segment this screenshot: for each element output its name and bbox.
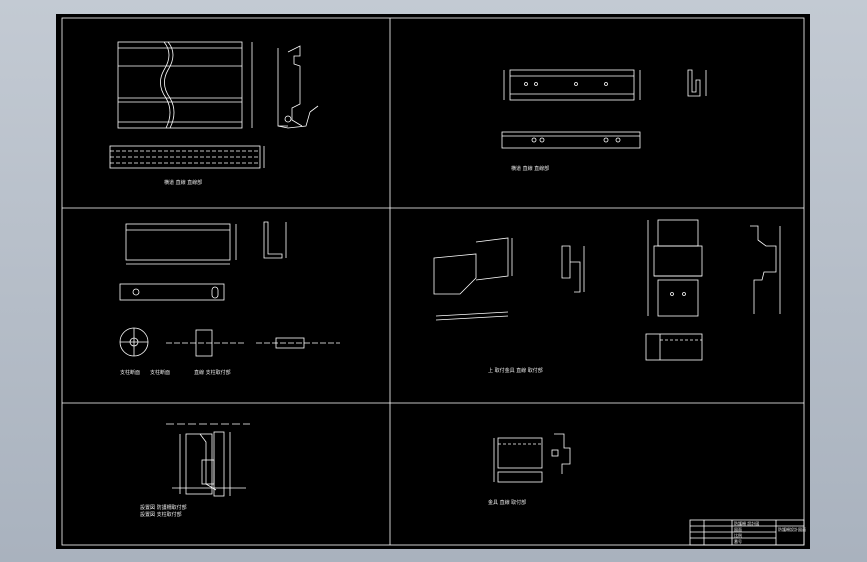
post-side-section [256,337,340,349]
beam-section-view [277,45,319,129]
installation-section [166,423,250,497]
fitting-iso-view [433,237,513,295]
title-block [689,519,805,546]
post-plate-view [119,283,225,301]
title-block-row2: 図面 [734,527,742,532]
fitting-large-bottom [645,333,703,361]
fitting-strip-view [435,311,509,321]
bracket-bottom-view [501,131,641,149]
fitting-large-front [647,219,703,317]
caption-panel-3a: 支柱断面 [120,370,141,376]
small-fitting-side [551,433,571,474]
bracket-front-view [503,69,641,101]
title-block-row1: 防護柵 設計図 [734,521,760,526]
small-fitting-front [493,437,543,483]
title-block-row4: 番号 [734,539,742,544]
title-block-row3: 比例 [734,533,742,538]
bracket-side-view [687,69,707,97]
caption-panel-3b: 支柱断面 [150,370,171,376]
post-h-section [166,329,246,357]
caption-panel-5a: 設置図 防護柵取付部 [140,505,187,511]
post-cap-side [263,221,287,259]
caption-panel-4: 上 取付金具 直線 取付部 [488,368,543,374]
post-round-section [119,327,149,357]
caption-panel-5b: 設置図 支柱取付部 [140,512,182,518]
fitting-side-view [561,245,585,293]
caption-panel-3c: 直線 支柱取付部 [194,370,231,376]
post-cap-view [125,223,237,265]
drawing-sheet[interactable]: 横道 直線 直線部 横道 直線 直線部 支柱断面 支柱断面 直線 支柱取付部 上… [56,14,810,549]
cad-drawing [61,17,805,546]
beam-bottom-view [109,145,265,169]
title-block-project: 防護柵設計図面 [778,527,806,532]
caption-panel-2: 横道 直線 直線部 [511,166,550,172]
caption-panel-1: 横道 直線 直線部 [164,180,203,186]
beam-plan-view [117,41,253,129]
caption-panel-6: 金具 直線 取付部 [488,500,527,506]
drawing-frame [61,17,805,546]
fitting-large-side [750,225,781,314]
